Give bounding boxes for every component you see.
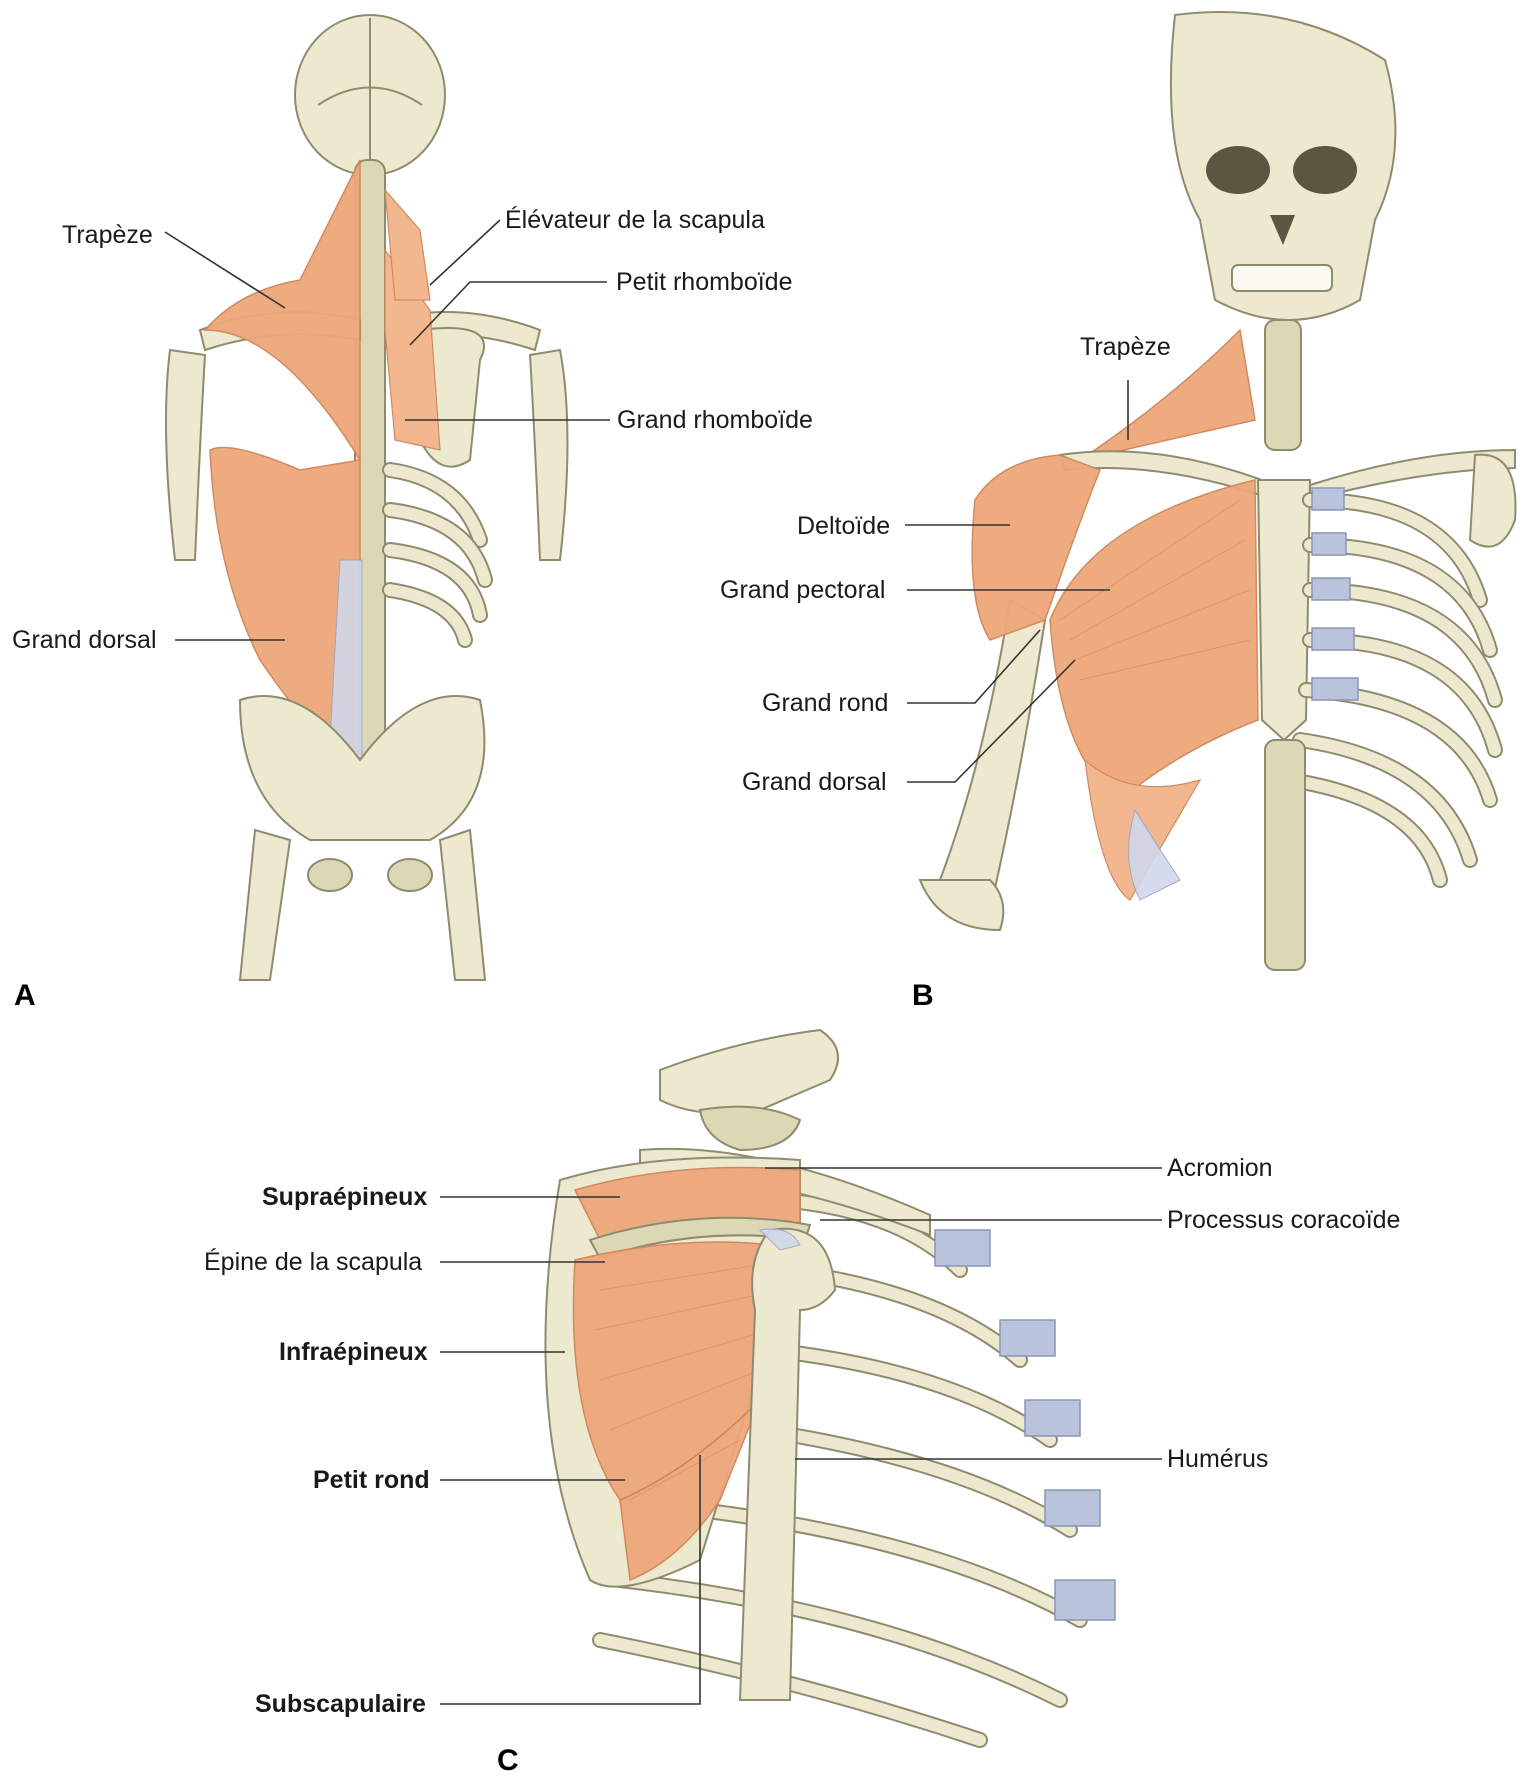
label-c-petit-rond: Petit rond: [313, 1466, 430, 1494]
label-c-humerus: Humérus: [1167, 1445, 1268, 1473]
label-c-infraepineux: Infraépineux: [279, 1338, 428, 1366]
label-a-petit-rhomboide: Petit rhomboïde: [616, 268, 793, 296]
label-a-grand-dorsal: Grand dorsal: [12, 626, 157, 654]
label-c-subscapulaire: Subscapulaire: [255, 1690, 426, 1718]
trapezius-a: [205, 160, 360, 460]
right-humerus-a: [530, 350, 568, 560]
label-a-elevateur: Élévateur de la scapula: [505, 205, 765, 234]
panel-a-illustration: [166, 15, 568, 980]
label-b-grand-pectoral: Grand pectoral: [720, 576, 885, 604]
label-a-trapeze: Trapèze: [62, 221, 153, 249]
label-a-grand-rhomboide: Grand rhomboïde: [617, 406, 813, 434]
label-c-acromion: Acromion: [1167, 1154, 1273, 1182]
label-b-deltoide: Deltoïde: [797, 512, 890, 540]
ribcage-b: [1290, 488, 1495, 880]
sternum: [1258, 480, 1310, 740]
panel-b-illustration: [920, 12, 1516, 970]
label-b-trapeze: Trapèze: [1080, 333, 1171, 361]
cervical-vertebra-c: [660, 1030, 838, 1113]
panel-label-b: B: [912, 979, 934, 1012]
label-b-grand-rond: Grand rond: [762, 689, 888, 717]
panel-c-illustration: [545, 1030, 1115, 1740]
label-c-epine: Épine de la scapula: [204, 1247, 422, 1276]
label-b-grand-dorsal: Grand dorsal: [742, 768, 887, 796]
humerus-c: [740, 1229, 835, 1700]
panel-label-c: C: [497, 1744, 519, 1777]
left-humerus-a: [166, 350, 205, 560]
panel-label-a: A: [14, 979, 36, 1012]
label-c-coracoide: Processus coracoïde: [1167, 1206, 1400, 1234]
left-humerus-b: [940, 600, 1045, 910]
label-c-supraepineux: Supraépineux: [262, 1183, 427, 1211]
pectoralis-major-b: [1050, 480, 1258, 800]
